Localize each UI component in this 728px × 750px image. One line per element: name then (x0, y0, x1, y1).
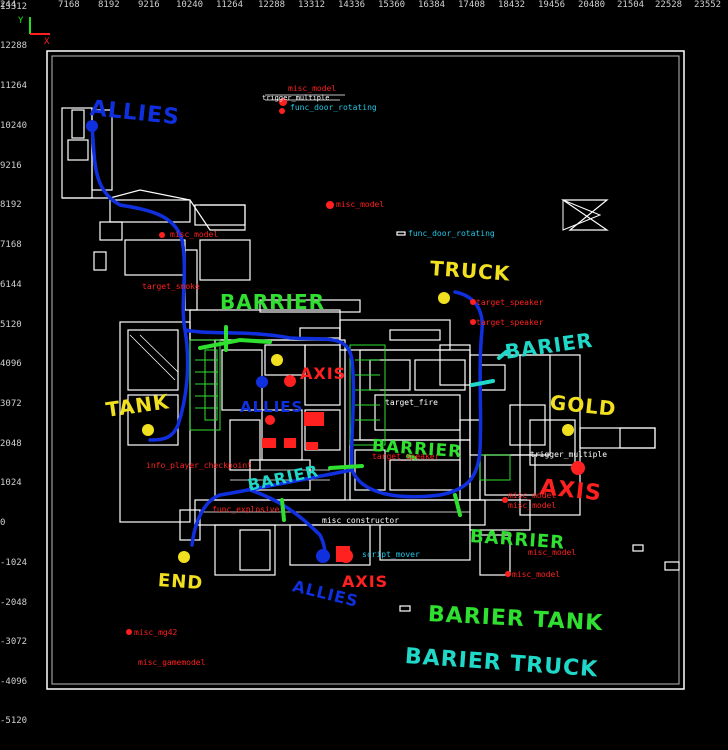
allies-spawn-bottom-marker (316, 549, 330, 563)
x-ruler-tick: 19456 (538, 0, 566, 10)
annotation-axis-mid: AXIS (300, 364, 347, 383)
y-ruler-tick: 4096 (0, 359, 22, 369)
x-ruler-tick: 15360 (378, 0, 406, 10)
y-ruler-tick: 11264 (0, 81, 28, 91)
annotation-end: END (157, 570, 204, 595)
barrier-truck-strokes (470, 350, 508, 387)
y-ruler-tick: -4096 (0, 677, 28, 687)
y-ruler-tick: 1024 (0, 478, 22, 488)
entity-label[interactable]: func_explosive (212, 505, 280, 514)
axis-gizmo-x-label: X (44, 37, 50, 47)
y-ruler-tick: 8192 (0, 200, 22, 210)
x-ruler-tick: 16384 (418, 0, 446, 10)
x-ruler-tick: 21504 (617, 0, 645, 10)
green-brush-cluster (189, 339, 511, 481)
y-ruler-tick: 13312 (0, 2, 28, 12)
x-ruler-tick: 10240 (176, 0, 204, 10)
y-ruler-tick: -3072 (0, 637, 28, 647)
x-ruler-tick: 9216 (138, 0, 160, 10)
axis-gizmo-y-label: Y (18, 16, 24, 26)
map-bounds (46, 50, 685, 690)
y-ruler-tick: 3072 (0, 399, 22, 409)
map-brushes (61, 107, 680, 612)
entity-label[interactable]: misc_model (512, 570, 561, 579)
x-ruler-tick: 244 (0, 0, 17, 10)
x-ruler-tick: 23552 (694, 0, 722, 10)
x-ruler-tick: 17408 (458, 0, 486, 10)
map-detail-lines (129, 94, 470, 513)
barrier-strokes (198, 325, 462, 522)
yellow-markers (142, 292, 574, 563)
x-ruler-tick: 8192 (98, 0, 120, 10)
x-ruler-tick: 7168 (58, 0, 80, 10)
annotation-allies-mid: ALLIES (240, 398, 304, 416)
y-ruler-tick: -5120 (0, 716, 28, 726)
axis-spawn-mid-marker (284, 375, 296, 387)
entity-label[interactable]: target_smoke (142, 282, 200, 291)
x-ruler-tick: 12288 (258, 0, 286, 10)
y-ruler-tick: 6144 (0, 280, 22, 290)
x-ruler-tick: 18432 (498, 0, 526, 10)
map-bounds-inner (51, 55, 680, 685)
entity-label[interactable]: misc_constructor (322, 516, 400, 525)
axis-spawn-bottom-marker (339, 549, 353, 563)
entity-label[interactable]: misc_model (528, 548, 577, 557)
entity-label[interactable]: trigger_multiple (262, 94, 330, 102)
entity-label[interactable]: misc_model (288, 84, 337, 93)
annotation-axis-bottom: AXIS (342, 572, 389, 591)
x-ruler-tick: 20480 (578, 0, 606, 10)
entity-label[interactable]: target_speaker (476, 298, 544, 307)
entity-label[interactable]: target_speaker (476, 318, 544, 327)
x-ruler-tick: 22528 (655, 0, 683, 10)
y-ruler-tick: 12288 (0, 41, 28, 51)
y-ruler-tick: -1024 (0, 558, 28, 568)
hourglass-brush (561, 199, 609, 231)
axis-spawn-right-marker (571, 461, 585, 475)
y-ruler-tick: 5120 (0, 320, 22, 330)
entity-label[interactable]: info_player_checkpoint (146, 461, 252, 470)
entity-label[interactable]: misc_model (336, 200, 385, 209)
annotation-barrier-top: BARRIER (220, 290, 326, 314)
x-ruler-tick: 13312 (298, 0, 326, 10)
entity-label[interactable]: misc_model (508, 501, 557, 510)
y-ruler-tick: 9216 (0, 161, 22, 171)
entity-label[interactable]: func_door_rotating (408, 229, 495, 238)
entity-label[interactable]: script_mover (362, 550, 420, 559)
entity-label[interactable]: misc_model (508, 491, 557, 500)
allies-spawn-top-marker (86, 120, 98, 132)
allies-spawn-mid-marker (256, 376, 268, 388)
entity-label[interactable]: misc_mg42 (134, 628, 178, 637)
x-ruler-tick: 14336 (338, 0, 366, 10)
entity-label[interactable]: target_speaker (372, 452, 440, 461)
y-ruler-tick: 0 (0, 518, 6, 528)
y-ruler-tick: -2048 (0, 598, 28, 608)
x-ruler-tick: 11264 (216, 0, 244, 10)
entity-label[interactable]: func_door_rotating (290, 103, 377, 112)
y-ruler-tick: 2048 (0, 439, 22, 449)
red-entity-dots (126, 98, 511, 635)
y-ruler-tick: 10240 (0, 121, 28, 131)
entity-label[interactable]: misc_gamemodel (138, 658, 206, 667)
entity-label[interactable]: misc_model (170, 230, 219, 239)
entity-label[interactable]: target_fire (385, 398, 438, 407)
y-ruler-tick: 7168 (0, 240, 22, 250)
entity-label[interactable]: trigger_multiple (530, 450, 608, 459)
